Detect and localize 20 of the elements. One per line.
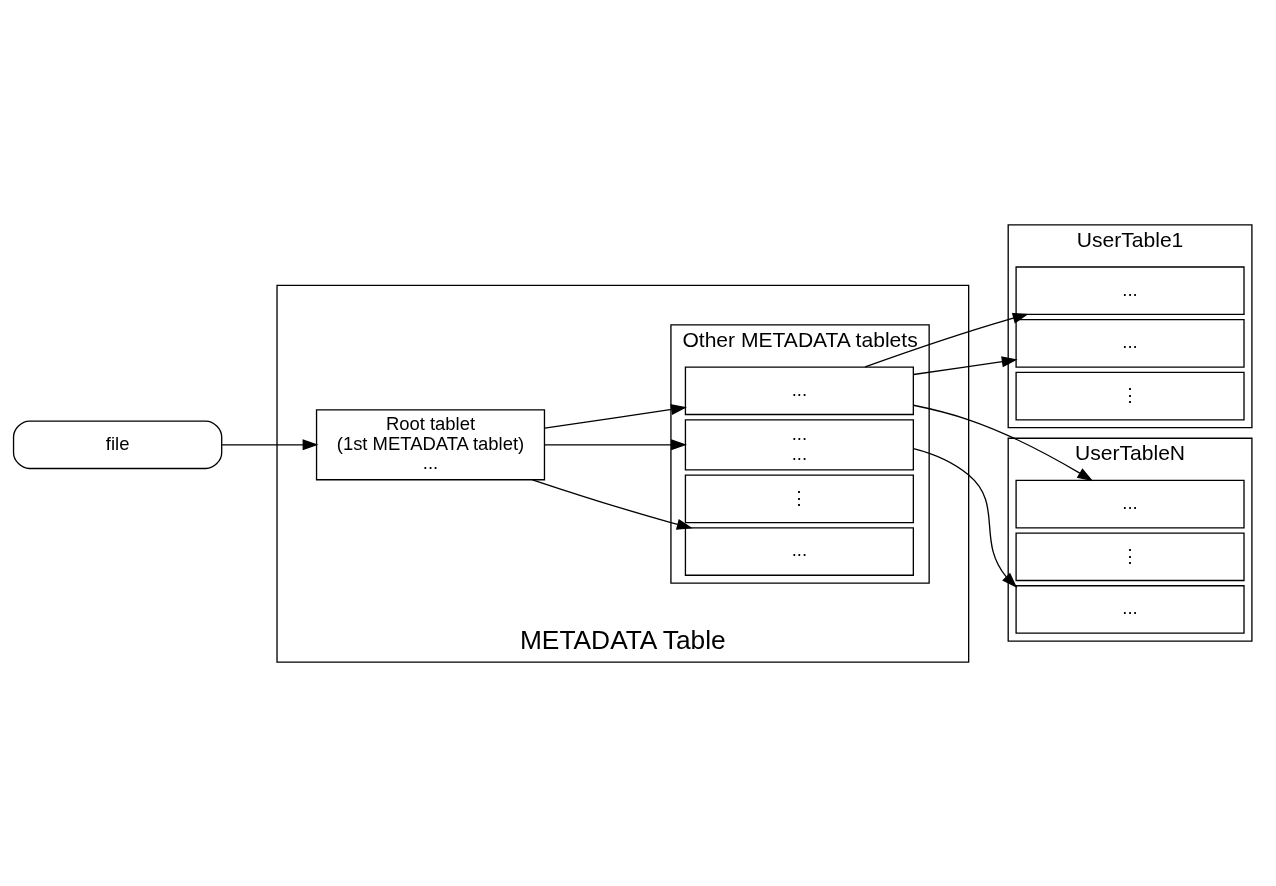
node-box: ⋮: [1015, 371, 1245, 420]
arrow: [544, 438, 687, 450]
arrow: [544, 403, 687, 429]
arrow: [912, 447, 1018, 588]
arrow: [864, 312, 1029, 368]
node-box: ...: [1015, 318, 1245, 368]
node-box: Root tablet (1st METADATA tablet) ...: [315, 408, 546, 480]
node-box: ...: [684, 526, 914, 576]
node-box: ...: [684, 365, 914, 415]
arrow: [221, 438, 319, 450]
node-box: ... ...: [684, 418, 914, 470]
node-box: ⋮: [1015, 531, 1245, 581]
node-box: ...: [1015, 479, 1245, 528]
node-box: ⋮: [684, 473, 914, 523]
arrow: [912, 404, 1094, 481]
arrow: [912, 355, 1018, 375]
arrow: [531, 478, 693, 530]
node-box: ...: [1015, 584, 1245, 634]
node-box: file: [12, 419, 223, 469]
node-box: ...: [1015, 265, 1245, 315]
